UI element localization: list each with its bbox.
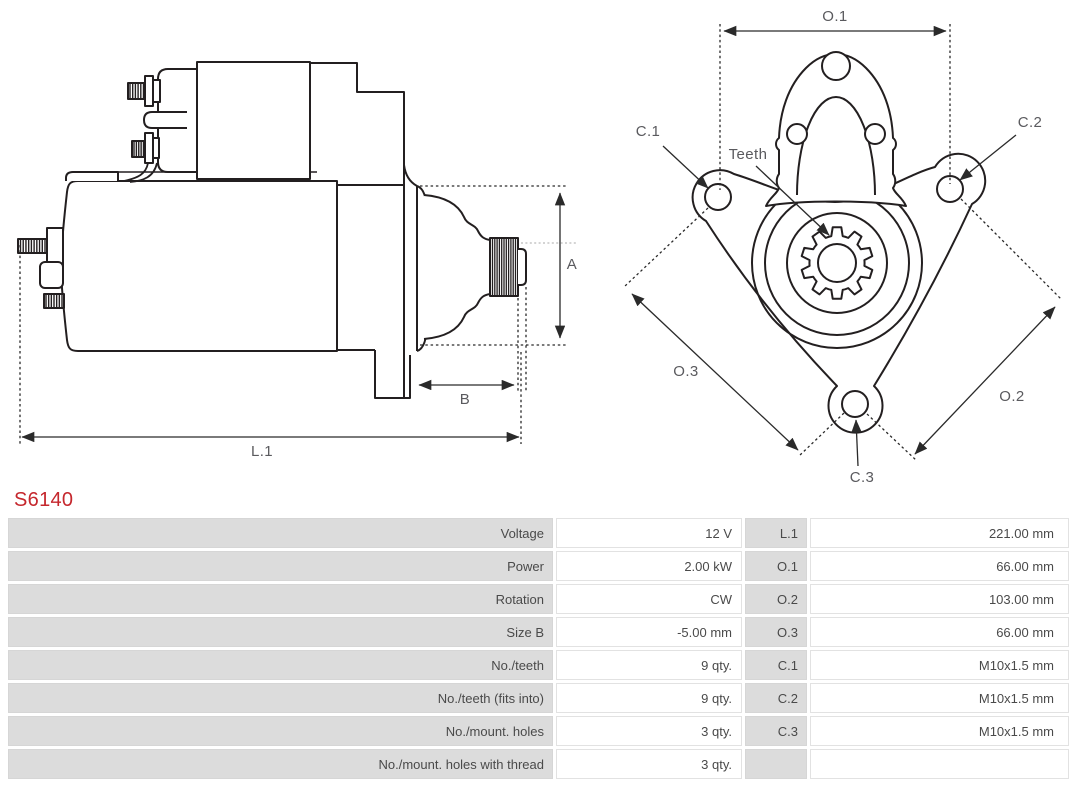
dimension-value: M10x1.5 mm bbox=[810, 650, 1069, 680]
leader-c1 bbox=[662, 145, 709, 189]
rear-terminal-studs bbox=[17, 227, 65, 309]
mount-hole-c2 bbox=[936, 175, 964, 203]
front-view bbox=[691, 51, 987, 434]
spec-value: -5.00 mm bbox=[556, 617, 742, 647]
pinion-tip-cap bbox=[518, 248, 527, 286]
dimension-value: M10x1.5 mm bbox=[810, 716, 1069, 746]
spec-label: No./mount. holes bbox=[8, 716, 553, 746]
dim-o2-label: O.2 bbox=[999, 388, 1024, 405]
spec-value: CW bbox=[556, 584, 742, 614]
body-silhouette bbox=[765, 53, 907, 207]
side-view bbox=[17, 61, 527, 399]
mount-hole-c3 bbox=[841, 390, 869, 418]
spec-value: 3 qty. bbox=[556, 749, 742, 779]
arch-top-hole bbox=[821, 51, 851, 81]
spec-value: 9 qty. bbox=[556, 683, 742, 713]
spec-label: No./teeth (fits into) bbox=[8, 683, 553, 713]
dimension-code: C.1 bbox=[745, 650, 807, 680]
shaft-bore bbox=[817, 243, 857, 283]
dimension-value: 221.00 mm bbox=[810, 518, 1069, 548]
field-wire bbox=[123, 162, 149, 182]
dimension-code: O.3 bbox=[745, 617, 807, 647]
dimension-value bbox=[810, 749, 1069, 779]
arch-right-hole bbox=[864, 123, 886, 145]
arch-inner-edge bbox=[796, 96, 876, 196]
dim-a-label: A bbox=[567, 256, 577, 273]
motor-body-lip bbox=[65, 171, 119, 181]
arch-left-hole bbox=[786, 123, 808, 145]
dimension-code: O.2 bbox=[745, 584, 807, 614]
dim-o2-line bbox=[914, 306, 1056, 455]
leader-c3 bbox=[851, 419, 862, 467]
dimension-code bbox=[745, 749, 807, 779]
spec-label: Voltage bbox=[8, 518, 553, 548]
leader-teeth bbox=[755, 165, 830, 236]
mount-foot bbox=[374, 350, 411, 399]
dim-o3-line bbox=[631, 293, 799, 451]
spec-value: 2.00 kW bbox=[556, 551, 742, 581]
spec-label: Size B bbox=[8, 617, 553, 647]
center-section bbox=[336, 184, 404, 351]
solenoid-body bbox=[196, 61, 311, 180]
dimension-value: 66.00 mm bbox=[810, 551, 1069, 581]
dimension-code: C.2 bbox=[745, 683, 807, 713]
mount-bracket bbox=[310, 62, 418, 187]
spec-label: No./teeth bbox=[8, 650, 553, 680]
spec-value: 12 V bbox=[556, 518, 742, 548]
motor-body bbox=[60, 180, 338, 352]
solenoid-terminal-upper bbox=[127, 75, 161, 107]
dimension-code: O.1 bbox=[745, 551, 807, 581]
dimension-value: 66.00 mm bbox=[810, 617, 1069, 647]
dim-c1-label: C.1 bbox=[636, 123, 661, 140]
dim-c3-label: C.3 bbox=[850, 469, 875, 486]
dimension-value: M10x1.5 mm bbox=[810, 683, 1069, 713]
solenoid-terminal-lower bbox=[131, 132, 160, 164]
solenoid-tab bbox=[143, 111, 187, 129]
teeth-label: Teeth bbox=[729, 146, 768, 163]
field-wire-2 bbox=[129, 162, 158, 183]
side-view-dimensions bbox=[19, 185, 578, 444]
dim-o3-label: O.3 bbox=[673, 363, 698, 380]
dimension-code: L.1 bbox=[745, 518, 807, 548]
dimension-code: C.3 bbox=[745, 716, 807, 746]
dim-o1-label: O.1 bbox=[822, 8, 847, 25]
spec-label: No./mount. holes with thread bbox=[8, 749, 553, 779]
spec-label: Rotation bbox=[8, 584, 553, 614]
dimension-value: 103.00 mm bbox=[810, 584, 1069, 614]
leader-c2 bbox=[959, 134, 1017, 181]
part-number: S6140 bbox=[14, 489, 74, 511]
dim-b-label: B bbox=[460, 391, 470, 408]
bell-housing bbox=[423, 194, 491, 340]
front-view-dimensions bbox=[624, 24, 1063, 467]
mount-hole-c1 bbox=[704, 183, 732, 211]
spec-value: 3 qty. bbox=[556, 716, 742, 746]
spec-value: 9 qty. bbox=[556, 650, 742, 680]
spec-label: Power bbox=[8, 551, 553, 581]
technical-drawing: A B L.1 bbox=[17, 8, 1063, 486]
dim-c2-label: C.2 bbox=[1018, 114, 1043, 131]
dim-l1-label: L.1 bbox=[251, 443, 273, 460]
